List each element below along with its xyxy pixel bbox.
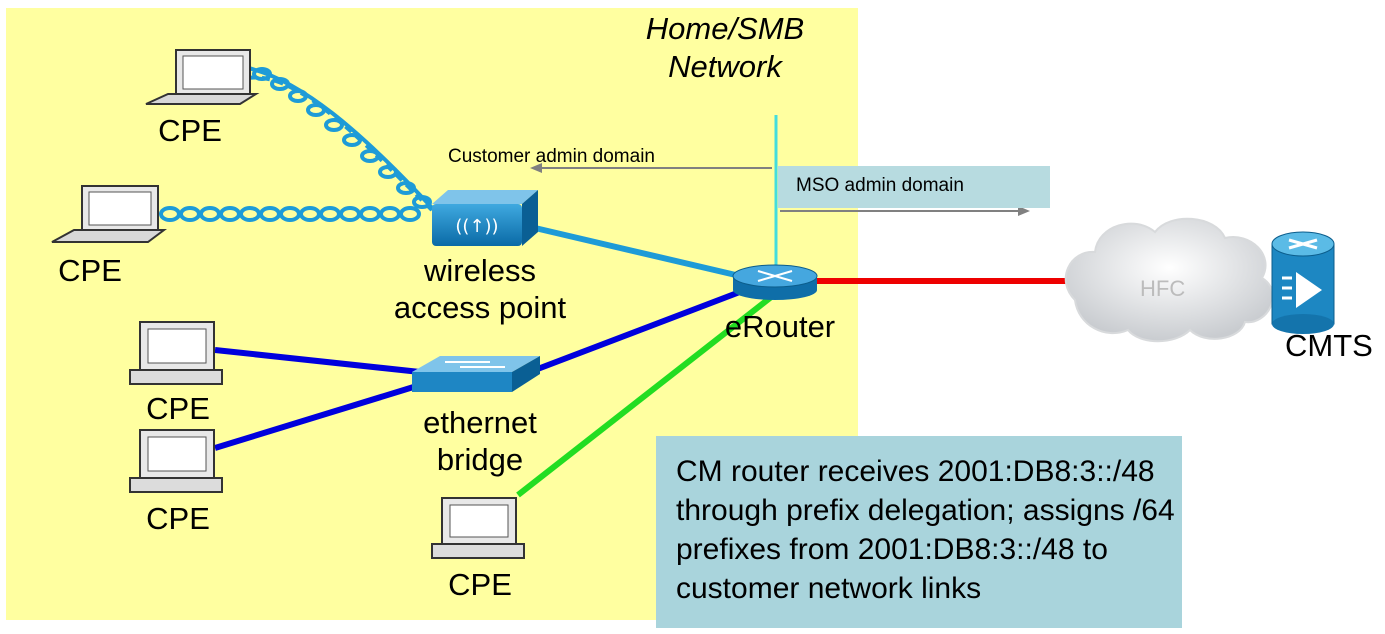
- ethernet-bridge-label-line2: bridge: [436, 442, 524, 477]
- customer-admin-domain-label: Customer admin domain: [448, 146, 655, 167]
- cpe-label-laptop-1: CPE: [158, 113, 222, 148]
- bridge-to-erouter-link: [533, 287, 747, 373]
- ethernet-bridge-label: ethernet bridge: [380, 404, 580, 478]
- wireless-ap-label: wireless access point: [360, 252, 600, 326]
- wireless-link-upper: [247, 66, 436, 214]
- customer-domain-arrow: [530, 163, 772, 173]
- cpe-label-laptop-2: CPE: [58, 253, 122, 288]
- mso-domain-arrow: [780, 206, 1030, 216]
- mso-admin-domain-label: MSO admin domain: [796, 175, 964, 196]
- wireless-ap-icon: ((↑)): [432, 190, 538, 246]
- network-title-line1: Home/SMB: [645, 11, 805, 46]
- prefix-delegation-note: [656, 436, 1182, 628]
- cpe-label-desktop-2: CPE: [146, 501, 210, 536]
- cpe-label-desktop-3: CPE: [448, 567, 512, 602]
- cmts-label: CMTS: [1285, 328, 1373, 363]
- wireless-ap-label-line1: wireless: [424, 253, 536, 288]
- ap-to-erouter-link: [534, 225, 741, 279]
- ethernet-bridge-icon: [412, 356, 540, 392]
- cmts-icon: [1271, 231, 1335, 334]
- mso-admin-domain-box: [778, 166, 1050, 208]
- laptop-icon-1: [145, 49, 260, 105]
- cpe-to-bridge-link-1: [214, 347, 421, 375]
- desktop-icon-3: [431, 497, 525, 559]
- wireless-ap-label-line2: access point: [393, 290, 567, 325]
- cpe-label-desktop-1: CPE: [146, 391, 210, 426]
- wireless-link-lower: [159, 206, 421, 222]
- hfc-label: HFC: [1140, 276, 1186, 301]
- network-title: Home/SMB Network: [600, 10, 850, 86]
- cpe-to-erouter-link: [516, 291, 777, 498]
- desktop-icon-1: [129, 321, 223, 385]
- svg-text:((↑)): ((↑)): [455, 216, 498, 237]
- prefix-delegation-note-text: CM router receives 2001:DB8:3::/48 throu…: [676, 455, 1175, 605]
- laptop-icon-2: [51, 185, 167, 243]
- desktop-icon-2: [129, 429, 223, 493]
- erouter-icon: [732, 264, 818, 300]
- cpe-to-bridge-link-2: [214, 382, 421, 451]
- erouter-label: eRouter: [724, 309, 836, 344]
- network-title-line2: Network: [668, 49, 782, 84]
- hfc-cloud: [1064, 217, 1274, 343]
- ethernet-bridge-label-line1: ethernet: [423, 405, 537, 440]
